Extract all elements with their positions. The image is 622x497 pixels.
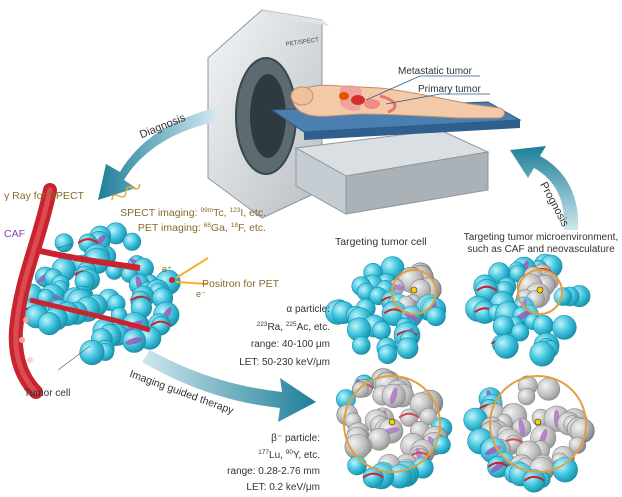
blood-vessel [8, 183, 151, 399]
positron-beam-icon [169, 257, 209, 285]
tumor-cell [492, 315, 515, 338]
tumor-mass [18, 222, 181, 366]
radionuclide-icon [536, 286, 544, 294]
primary-tumor-label: Primary tumor [418, 84, 481, 95]
e-minus-label: e⁻ [196, 289, 206, 299]
tumor-cell [532, 314, 554, 336]
neovessel [476, 285, 498, 292]
targeting-env-title-line1: Targeting tumor microenvironment, [463, 232, 619, 243]
tumor-cell-label: Tumor cell [24, 388, 71, 399]
tumor-cell [351, 336, 371, 355]
caf-cell [518, 418, 526, 437]
alpha-range: range: 40-100 μm [250, 339, 330, 350]
caf-cell [389, 387, 398, 405]
tumor-cell [510, 323, 530, 342]
pet-spect-scanner [207, 9, 522, 219]
beta-tumor-cell-panel [335, 368, 453, 490]
prognosis-arrow [510, 146, 579, 230]
alpha-title: α particle: [286, 304, 330, 315]
killed-tumor-cell [517, 387, 536, 406]
e-plus-label: e⁺ [162, 264, 172, 274]
killed-tumor-cell [568, 436, 587, 454]
beta-let: LET: 0.2 keV/μm [246, 482, 320, 493]
tumor-cell [551, 315, 577, 340]
radionuclide-icon [534, 418, 542, 426]
radionuclide-icon [410, 286, 418, 294]
diagnosis-arrow [98, 108, 215, 200]
imaging-guided-therapy-arrow [142, 350, 316, 422]
spect-imaging-label: SPECT imaging: 99mTc, 123I, etc. [120, 207, 266, 219]
tumor-cell [123, 232, 142, 251]
alpha-tumor-cell-panel [325, 256, 447, 365]
tumor-cell [493, 333, 519, 359]
tumor-cell [37, 312, 61, 336]
tumor-cell [553, 287, 573, 306]
targeting-tumor-cell-title: Targeting tumor cell [335, 236, 427, 248]
radionuclide-icon [388, 418, 396, 426]
beta-isotopes: 177Lu, 90Y, etc. [258, 449, 320, 461]
beta-title: β⁻ particle: [271, 433, 320, 444]
neovessel [150, 320, 172, 327]
alpha-let: LET: 50-230 keV/μm [239, 357, 330, 368]
alpha-microenvironment-panel [465, 253, 591, 367]
tumor-cell [529, 341, 555, 367]
tumor-cell [522, 469, 546, 493]
pet-imaging-label: PET imaging: 68Ga, 18F, etc. [137, 222, 266, 234]
tumor-cell [54, 233, 74, 253]
tumor-cell [377, 344, 398, 365]
neovessel [487, 461, 509, 468]
caf-cell [485, 445, 502, 455]
neovessel [77, 238, 99, 245]
killed-tumor-cell [419, 407, 438, 426]
metastatic-tumor-label: Metastatic tumor [398, 66, 472, 77]
neovessel [398, 412, 420, 419]
caf-cell [125, 337, 143, 345]
beta-microenvironment-panel [463, 375, 595, 493]
neovessel [523, 475, 545, 482]
tumor-cell [79, 339, 105, 366]
neovessel [129, 295, 152, 302]
scanner-label: PET/SPECT [285, 37, 319, 48]
tumor-cell [372, 321, 391, 340]
gamma-ray-label: γ Ray for SPECT [4, 190, 84, 202]
gamma-ray-icon [111, 183, 141, 201]
alpha-isotopes: 223Ra, 225Ac, etc. [256, 321, 330, 333]
tumor-cell [396, 337, 419, 360]
neovessel [362, 472, 384, 479]
caf-label: CAF [4, 228, 25, 240]
tumor-cell [426, 306, 446, 327]
beta-range: range: 0.28-2.76 mm [227, 466, 320, 477]
positron-label: Positron for PET [202, 278, 280, 290]
targeting-env-title-line2: such as CAF and neovasculature [467, 244, 615, 255]
